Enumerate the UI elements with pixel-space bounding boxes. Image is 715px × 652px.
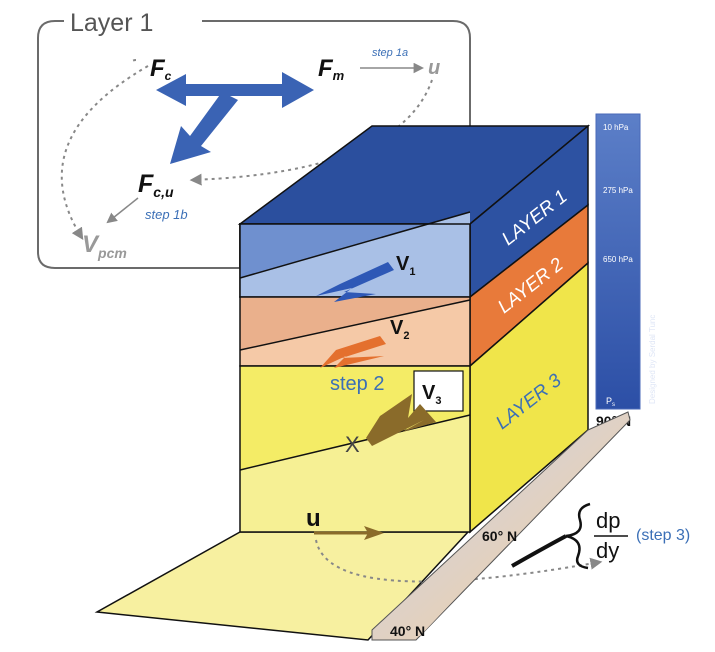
- u-vector: u: [306, 505, 384, 540]
- dpdy-annotation: dp dy (step 3): [511, 502, 690, 570]
- v3-label: V3: [422, 382, 441, 407]
- layer2-front-light: [240, 300, 470, 366]
- lat-40-label: 40° N: [390, 623, 425, 639]
- v3-label-box: [413, 370, 464, 412]
- layer1-slope: [239, 211, 471, 279]
- step-2-label: step 2: [330, 373, 384, 395]
- v2-vector: V2: [320, 317, 409, 368]
- v1-label: V1: [396, 253, 415, 278]
- force-arrows: [156, 72, 314, 164]
- fm-label: Fm: [318, 55, 345, 83]
- v3-vector: X: [345, 394, 436, 457]
- fm-arrow: [228, 72, 314, 108]
- dpdy-brace: [565, 502, 591, 570]
- designer-credit: Designed by Serdal Tunc: [648, 315, 657, 404]
- latitude-strip-fill: [378, 416, 628, 636]
- step-1b-arrow: [106, 197, 139, 224]
- step-3-label: (step 3): [636, 527, 690, 544]
- layer3-slope: [239, 414, 471, 471]
- pressure-bar-fill: [595, 113, 641, 410]
- lat-60-label: 60° N: [482, 528, 517, 544]
- pressure-bar: 10 hPa 275 hPa 650 hPa Ps Designed by Se…: [595, 113, 657, 429]
- step-1a-label: step 1a: [372, 47, 408, 59]
- layer3-front-top: [240, 366, 470, 470]
- fcu-arrow: [170, 92, 238, 164]
- pressure-level-650: 650 hPa: [603, 255, 633, 264]
- step-1b-label: step 1b: [145, 207, 188, 222]
- layer1-front-lower: [240, 212, 470, 297]
- fcu-label: Fc,u: [138, 170, 174, 200]
- dy-label: dy: [596, 538, 619, 563]
- inset-title: Layer 1: [70, 9, 153, 37]
- inset-frame: [37, 20, 471, 269]
- pressure-surface: Ps: [606, 396, 615, 408]
- fc-arrow: [156, 74, 236, 106]
- atmosphere-block: LAYER 1 LAYER 2 LAYER 3: [237, 124, 591, 534]
- pressure-level-275: 275 hPa: [603, 186, 633, 195]
- v3-arrow: [366, 394, 436, 446]
- u-arrow-head: [364, 526, 384, 540]
- ground-u-label: u: [306, 505, 321, 532]
- v1-vector: V1: [316, 253, 415, 302]
- layer3-front-bottom: [240, 415, 470, 532]
- fc-label: Fc: [150, 55, 172, 83]
- v1-arrow: [316, 262, 394, 302]
- layer2-slope: [239, 299, 471, 351]
- dotted-u-from-fc: [131, 59, 137, 62]
- dotted-fc-to-vpcm: [60, 65, 149, 241]
- inset-u-label: u: [428, 57, 440, 79]
- vpcm-label: Vpcm: [82, 231, 127, 261]
- v2-label: V2: [390, 317, 409, 342]
- dp-label: dp: [596, 508, 620, 533]
- pressure-level-10: 10 hPa: [603, 123, 629, 132]
- x-label: X: [345, 432, 360, 457]
- dpdy-pointer: [511, 534, 567, 568]
- v2-arrow: [320, 336, 386, 368]
